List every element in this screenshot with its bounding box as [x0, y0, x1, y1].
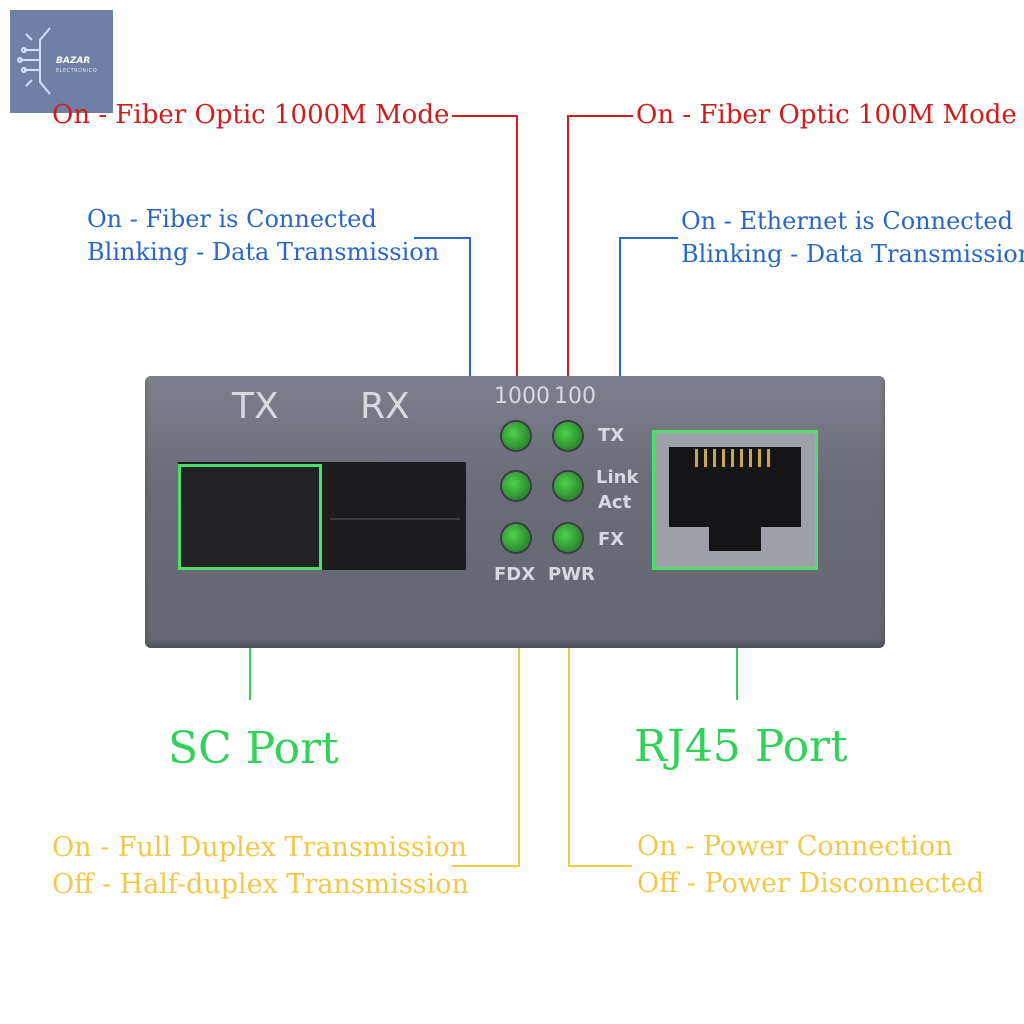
led-pwr	[554, 524, 582, 552]
label-ethernet-blinking: Blinking - Data Transmission	[681, 240, 1024, 268]
device-rx-label: RX	[360, 386, 410, 427]
brand-logo: BAZAR ELECTRONICO	[10, 10, 113, 113]
device-speed-1000: 1000	[494, 384, 550, 409]
led-label-act: Act	[598, 492, 632, 513]
led-1000m	[502, 422, 530, 450]
label-100m-mode: On - Fiber Optic 100M Mode	[636, 100, 1017, 130]
device-speed-100: 100	[554, 384, 596, 409]
led-label-link: Link	[596, 467, 639, 488]
logo-circuit-icon	[17, 27, 51, 95]
rj45-pins	[695, 449, 775, 467]
label-fiber-blinking: Blinking - Data Transmission	[87, 238, 440, 266]
device-tx-label: TX	[232, 386, 279, 427]
label-fiber-connected: On - Fiber is Connected	[87, 205, 377, 233]
led-label-fdx: FDX	[494, 564, 536, 585]
logo-text: BAZAR	[56, 56, 91, 66]
led-label-tx: TX	[598, 425, 625, 446]
label-fdx-off: Off - Half-duplex Transmission	[52, 869, 469, 900]
rj45-clip-left	[669, 527, 709, 551]
label-rj45-port: RJ45 Port	[634, 721, 848, 772]
label-sc-port: SC Port	[168, 723, 339, 774]
led-100m	[554, 422, 582, 450]
label-pwr-on: On - Power Connection	[637, 831, 953, 862]
sc-port-rx	[330, 518, 460, 572]
led-label-fx: FX	[598, 529, 625, 550]
sc-port-tx	[178, 464, 322, 570]
label-1000m-mode: On - Fiber Optic 1000M Mode	[52, 100, 450, 130]
label-fdx-on: On - Full Duplex Transmission	[52, 832, 468, 863]
led-fdx	[502, 524, 530, 552]
led-fiber-link	[502, 472, 530, 500]
rj45-port	[652, 430, 818, 570]
led-label-pwr: PWR	[548, 564, 595, 585]
label-pwr-off: Off - Power Disconnected	[637, 868, 985, 899]
rj45-clip-right	[761, 527, 801, 551]
logo-subtext: ELECTRONICO	[56, 68, 98, 74]
label-ethernet-connected: On - Ethernet is Connected	[681, 207, 1013, 235]
led-ethernet-link	[554, 472, 582, 500]
